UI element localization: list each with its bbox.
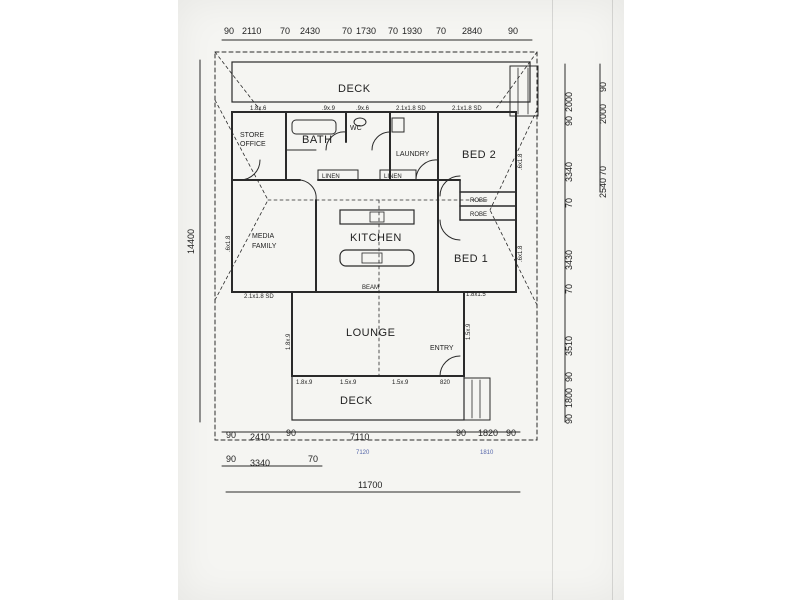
room-label-family: FAMILY <box>252 243 277 250</box>
top-dim: 2430 <box>300 26 320 36</box>
room-label-kitchen: KITCHEN <box>350 232 402 244</box>
window-label: 820 <box>440 380 451 386</box>
room-label-bed1: BED 1 <box>454 253 488 265</box>
window-label: .9x.9 <box>322 106 336 112</box>
bottom-dim: 90 <box>226 430 236 440</box>
right-inner-dim: 70 <box>564 284 574 294</box>
window-label: 2.1x1.8 SD <box>396 106 426 112</box>
top-dim: 70 <box>388 26 398 36</box>
window-label: 1.8x.9 <box>296 380 313 386</box>
window-label: 1.8x.6 <box>250 106 267 112</box>
window-label: 1.5x.9 <box>340 380 357 386</box>
pencil-dim: 7120 <box>356 450 370 456</box>
top-dim: 2840 <box>462 26 482 36</box>
stairs-bottom <box>463 377 491 421</box>
linen-label-right: LINEN <box>384 174 402 180</box>
paper-fold <box>552 0 553 600</box>
robe-label-top: ROBE <box>470 198 487 204</box>
linen-label-left: LINEN <box>322 174 340 180</box>
window-label: 1.8x.9 <box>286 333 292 350</box>
window-label: 1.5x.9 <box>392 380 409 386</box>
room-label-laundry: LAUNDRY <box>396 151 430 158</box>
pencil-dim: 1810 <box>480 450 494 456</box>
right-inner-dim: 90 <box>564 414 574 424</box>
kitchen-bench-top <box>339 209 415 225</box>
right-inner-dim: 70 <box>564 198 574 208</box>
left-dim: 14400 <box>186 229 196 254</box>
top-dim: 70 <box>342 26 352 36</box>
top-dim: 2110 <box>242 26 261 36</box>
window-label: .6x1.8 <box>518 245 524 262</box>
deck-top-outline <box>231 61 531 103</box>
top-dim: 1730 <box>356 26 376 36</box>
window-label: .6x1.8 <box>518 153 524 170</box>
window-label: .9x.6 <box>356 106 370 112</box>
room-label-deck-top: DECK <box>338 83 371 95</box>
right-outer-dim: 2000 <box>598 104 608 124</box>
top-dim: 70 <box>436 26 446 36</box>
bottom-dim: 90 <box>456 428 466 438</box>
bottom-dim: 1820 <box>478 428 498 438</box>
bottom-dim-2: 3340 <box>250 458 270 468</box>
room-label-entry: ENTRY <box>430 345 454 352</box>
room-label-lounge: LOUNGE <box>346 327 395 339</box>
stairs-top <box>509 65 539 117</box>
right-inner-dim: 3510 <box>564 336 574 356</box>
overall-width-dim: 11700 <box>358 480 382 490</box>
right-inner-dim: 3340 <box>564 162 574 182</box>
room-label-store: STORE <box>240 132 264 139</box>
bottom-dim-2: 90 <box>226 454 236 464</box>
top-dim: 90 <box>508 26 518 36</box>
right-inner-dim: 90 <box>564 116 574 126</box>
right-inner-dim: 2000 <box>564 92 574 112</box>
roof-outline <box>214 51 538 441</box>
deck-bottom-outline <box>291 375 465 421</box>
window-label: 2.1x1.8 SD <box>244 294 274 300</box>
right-outer-dim: 2540 <box>598 178 608 198</box>
bottom-dim-2: 70 <box>308 454 318 464</box>
right-inner-dim: 3430 <box>564 250 574 270</box>
room-label-deck-bottom: DECK <box>340 395 373 407</box>
beam-label: BEAM <box>362 285 379 291</box>
room-label-office: OFFICE <box>240 141 266 148</box>
right-outer-dim: 90 <box>598 82 608 92</box>
room-label-media: MEDIA <box>252 233 275 240</box>
bottom-dim: 7110 <box>350 432 369 442</box>
window-label: 1.8x1.5 <box>466 292 486 298</box>
top-dim: 70 <box>280 26 290 36</box>
window-label: .6x1.8 <box>226 235 232 252</box>
paper-fold-2 <box>612 0 613 600</box>
right-inner-dim: 90 <box>564 372 574 382</box>
room-label-bed2: BED 2 <box>462 149 496 161</box>
kitchen-island <box>339 249 415 267</box>
bottom-dim: 90 <box>506 428 516 438</box>
bottom-dim: 90 <box>286 428 296 438</box>
top-dim: 1930 <box>402 26 422 36</box>
room-label-wc: WC <box>350 125 362 132</box>
top-dim: 90 <box>224 26 234 36</box>
window-label: 1.5x.9 <box>466 323 472 340</box>
room-label-bath: BATH <box>302 134 333 146</box>
bottom-dim: 2410 <box>250 432 270 442</box>
window-label: 2.1x1.8 SD <box>452 106 482 112</box>
robe-label-bottom: ROBE <box>470 212 487 218</box>
right-outer-dim: 70 <box>598 166 608 176</box>
right-inner-dim: 1800 <box>564 388 574 408</box>
